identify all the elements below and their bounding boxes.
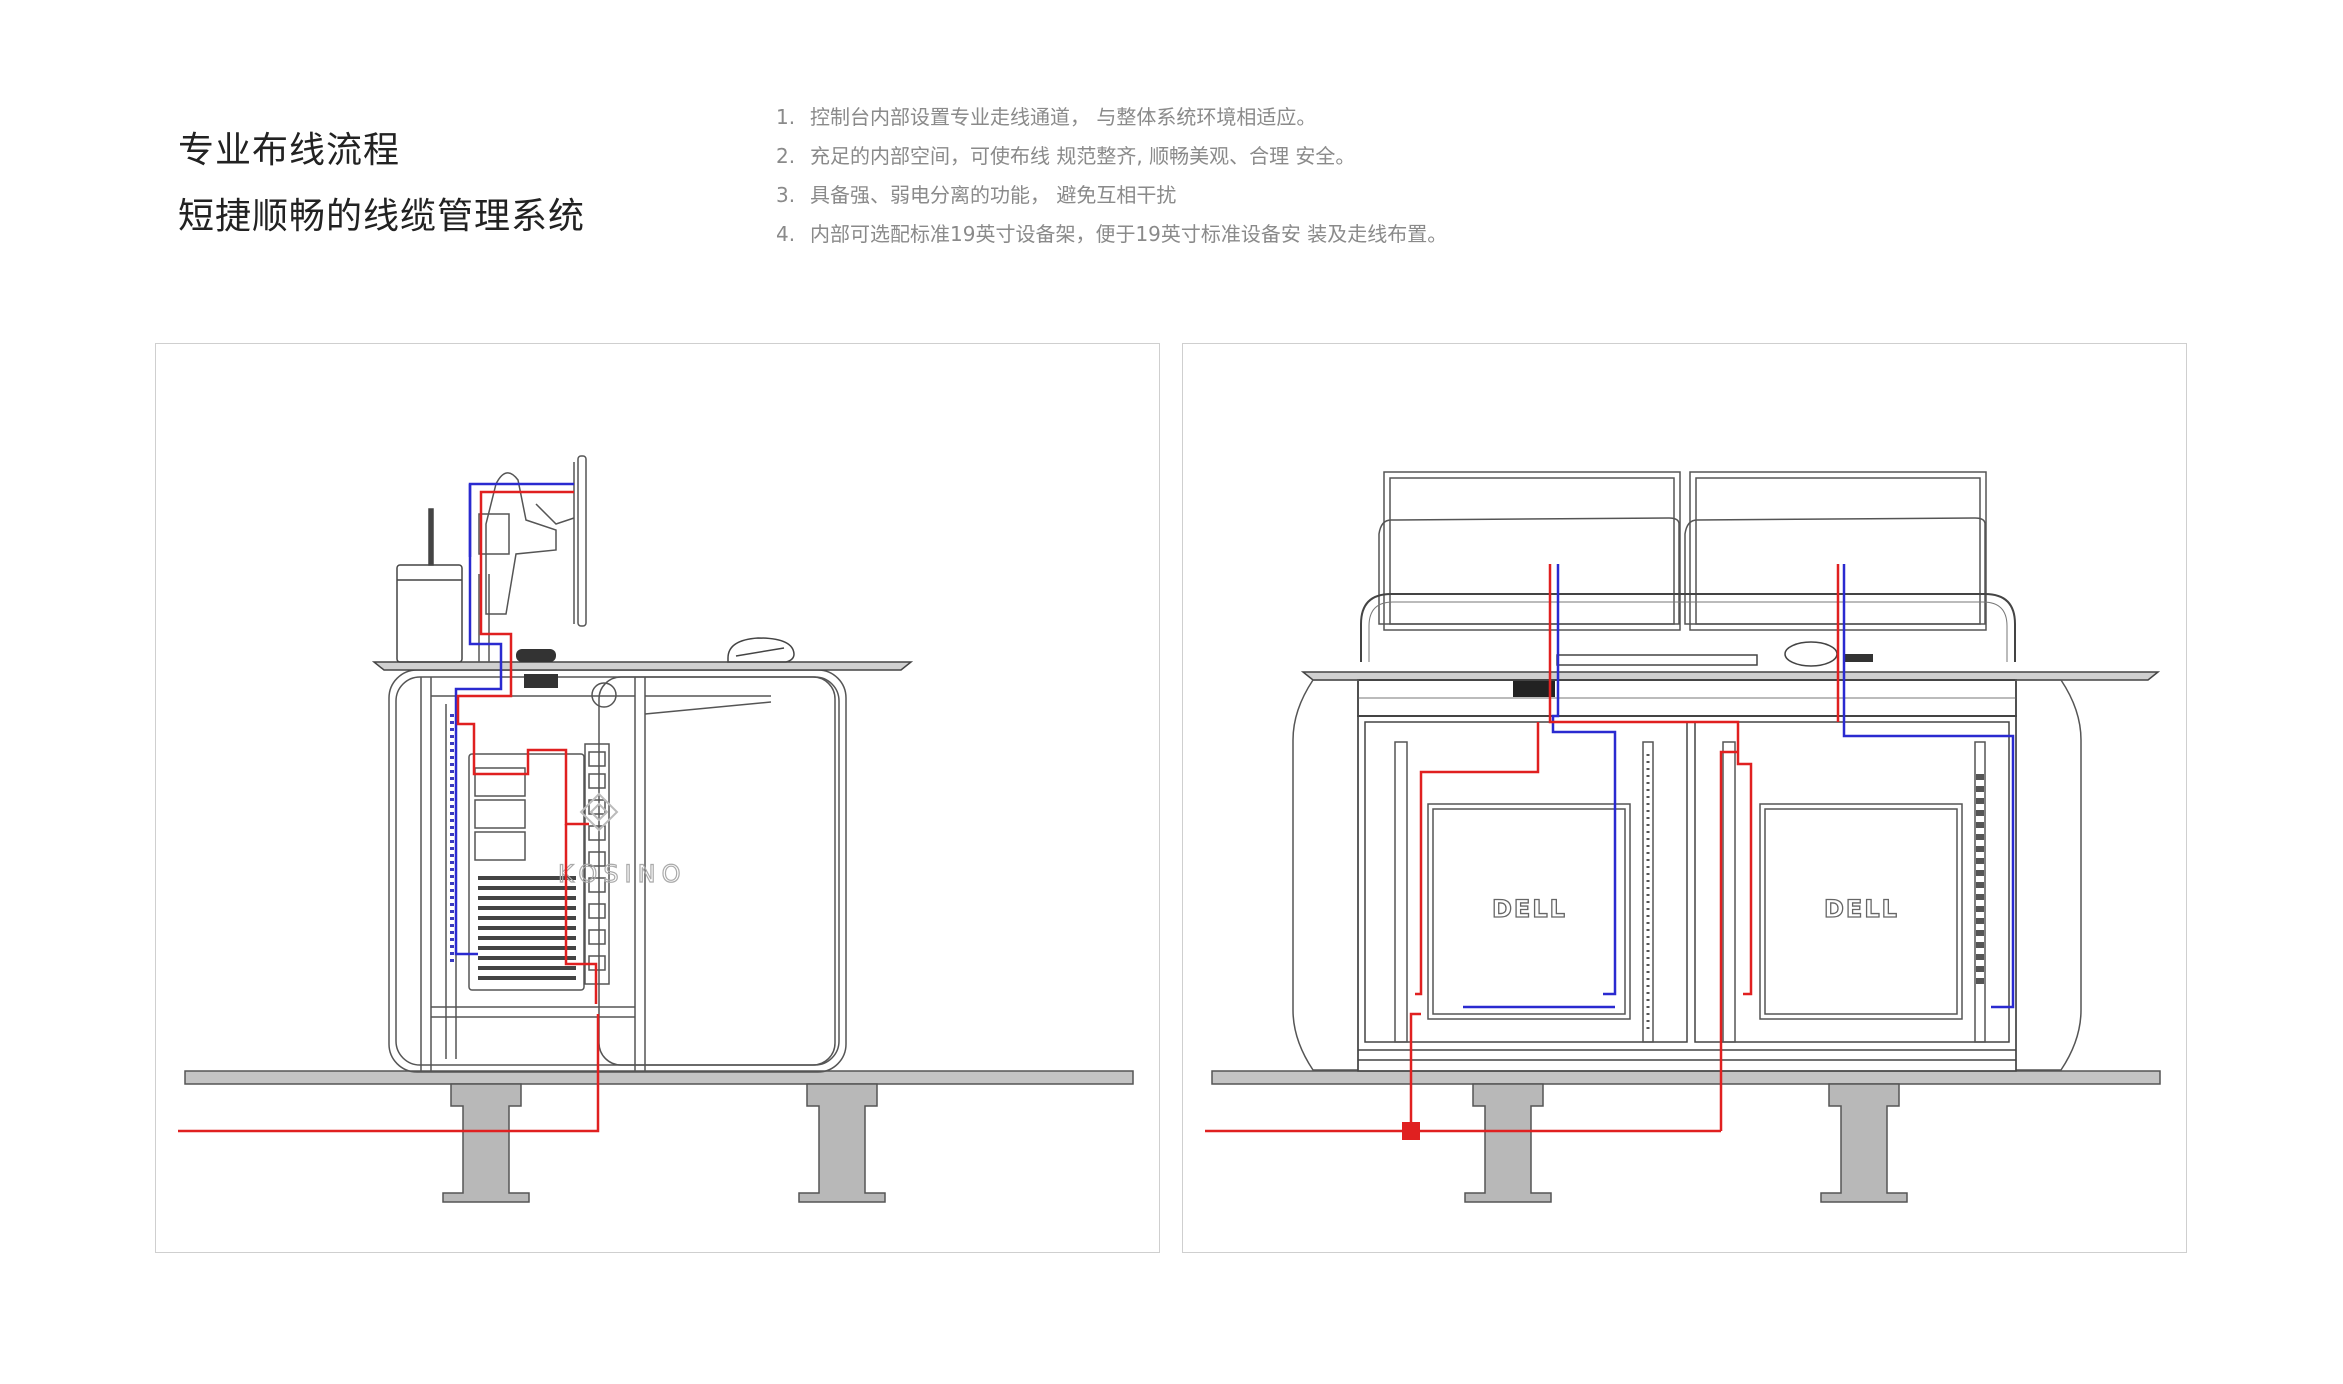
raised-floor [1211,1070,2161,1203]
side-view-svg: KOSINO [178,455,1134,1203]
console-cabinet [388,669,847,1073]
cabinet-body [1357,715,2017,1072]
monitor-side [478,455,587,662]
floor-power-cable [178,1014,600,1133]
list-item: 3.具备强、弱电分离的功能， 避免互相干扰 [776,183,1177,207]
power-cable-run [456,557,589,826]
monitor-pair [1378,471,1987,631]
power-cable-run [1415,722,1540,996]
list-item: 1.控制台内部设置专业走线通道， 与整体系统环境相适应。 [776,105,1317,129]
title-block: 专业布线流程 短捷顺畅的线缆管理系统 [178,118,585,250]
mouse-device [1784,641,1838,667]
console-hutch [1360,593,2016,662]
signal-cable [1551,564,1617,996]
router-device [396,508,463,663]
signal-cable-run [454,484,503,956]
front-view-diagram: DELL DELL [1182,343,2187,1253]
cable-box [524,674,558,688]
list-item: 2.充足的内部空间，可使布线 规范整齐, 顺畅美观、合理 安全。 [776,144,1356,168]
server-brand-label: DELL [1824,895,1899,923]
cable-grommet-icon [1843,654,1873,662]
front-view-svg: DELL DELL [1205,471,2161,1203]
mouse-device [727,637,795,663]
power-cable [479,490,574,557]
page-subtitle: 短捷顺畅的线缆管理系统 [178,196,586,237]
tower-vent-grille [478,876,576,980]
side-view-diagram: KOSINO [155,343,1160,1253]
rack-server-right [1759,803,1963,1020]
kosino-logo: KOSINO [557,792,686,889]
rack-rails [1394,741,1986,1043]
raised-floor [184,1070,1134,1203]
rack-server-left [1427,803,1631,1020]
server-brand-label: DELL [1492,895,1567,923]
floor-junction-box [1402,1122,1420,1140]
cable-box [1513,681,1555,697]
signal-cable-run [1842,564,2015,1009]
tower-server [468,743,610,991]
right-side-panel [2015,679,2082,1071]
left-side-panel [1292,679,1359,1071]
power-cable [1548,564,1740,752]
desktop-surface [371,661,914,671]
cable-grommet-icon [516,649,556,662]
list-item: 4.内部可选配标准19英寸设备架，便于19英寸标准设备安 装及走线布置。 [776,222,1448,246]
power-cable-branch [564,824,598,1004]
desktop-surface [1300,671,2161,681]
keyboard-device [1556,654,1758,666]
page-title: 专业布线流程 [178,130,401,171]
watermark-text: KOSINO [558,860,686,888]
feature-notes-list: 1.控制台内部设置专业走线通道， 与整体系统环境相适应。 2.充足的内部空间，可… [776,98,1447,254]
